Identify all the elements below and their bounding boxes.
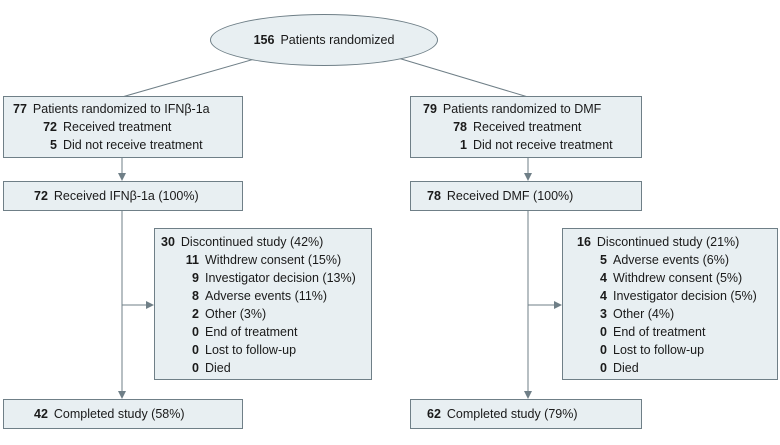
not-received-count: 1 xyxy=(460,138,467,152)
reason-count: 11 xyxy=(185,253,199,267)
completed-label: Completed study (79%) xyxy=(446,407,578,421)
reason-label: Investigator decision (5%) xyxy=(613,289,757,303)
discontinued-box-dmf: 16 Discontinued study (21%) 5 Adverse even… xyxy=(562,228,778,380)
allocation-box-ifn: 77 Patients randomized to IFNβ-1a 72 Recei… xyxy=(3,96,243,158)
received-count: 72 xyxy=(43,120,57,134)
reason-count: 2 xyxy=(192,307,199,321)
reason-label: Other (4%) xyxy=(613,307,675,321)
reason-count: 0 xyxy=(600,361,607,375)
received-count: 78 xyxy=(427,189,441,203)
reason-label: End of treatment xyxy=(613,325,706,339)
reason-count: 0 xyxy=(192,343,199,357)
discontinued-label: Discontinued study (42%) xyxy=(180,235,324,249)
reason-label: Withdrew consent (5%) xyxy=(613,271,743,285)
received-label: Received treatment xyxy=(473,120,582,134)
received-label: Received DMF (100%) xyxy=(446,189,574,203)
reason-count: 0 xyxy=(600,325,607,339)
received-box-dmf: 78 Received DMF (100%) xyxy=(410,181,642,211)
reason-count: 0 xyxy=(192,325,199,339)
reason-label: Investigator decision (13%) xyxy=(205,271,356,285)
reason-count: 4 xyxy=(600,271,607,285)
reason-label: Lost to follow-up xyxy=(613,343,705,357)
reason-count: 8 xyxy=(192,289,199,303)
reason-count: 4 xyxy=(600,289,607,303)
reason-label: Adverse events (11%) xyxy=(205,289,328,303)
split-line-left xyxy=(121,57,259,98)
alloc-label: Patients randomized to DMF xyxy=(442,102,602,116)
alloc-count: 79 xyxy=(423,102,437,116)
randomized-ellipse: 156 Patients randomized xyxy=(210,14,438,66)
reason-label: Other (3%) xyxy=(205,307,267,321)
completed-box-dmf: 62 Completed study (79%) xyxy=(410,399,642,429)
received-label: Received IFNβ-1a (100%) xyxy=(53,189,199,203)
reason-count: 3 xyxy=(600,307,607,321)
completed-count: 42 xyxy=(34,407,48,421)
reason-count: 0 xyxy=(600,343,607,357)
randomized-label: Patients randomized xyxy=(280,33,395,47)
reason-label: Lost to follow-up xyxy=(205,343,297,357)
alloc-count: 77 xyxy=(13,102,27,116)
completed-label: Completed study (58%) xyxy=(53,407,185,421)
reason-count: 0 xyxy=(192,361,199,375)
alloc-label: Patients randomized to IFNβ-1a xyxy=(32,102,210,116)
discontinued-box-ifn: 30 Discontinued study (42%) 11 Withdrew co… xyxy=(154,228,372,380)
reason-count: 5 xyxy=(600,253,607,267)
reason-label: Died xyxy=(613,361,639,375)
not-received-count: 5 xyxy=(50,138,57,152)
reason-count: 9 xyxy=(192,271,199,285)
split-line-right xyxy=(397,57,529,98)
reason-label: Withdrew consent (15%) xyxy=(205,253,342,267)
received-count: 78 xyxy=(453,120,467,134)
completed-count: 62 xyxy=(427,407,441,421)
received-count: 72 xyxy=(34,189,48,203)
reason-label: Died xyxy=(205,361,231,375)
not-received-label: Did not receive treatment xyxy=(63,138,203,152)
allocation-box-dmf: 79 Patients randomized to DMF 78 Received … xyxy=(410,96,642,158)
discontinued-label: Discontinued study (21%) xyxy=(596,235,740,249)
completed-box-ifn: 42 Completed study (58%) xyxy=(3,399,243,429)
not-received-label: Did not receive treatment xyxy=(473,138,613,152)
received-label: Received treatment xyxy=(63,120,172,134)
received-box-ifn: 72 Received IFNβ-1a (100%) xyxy=(3,181,243,211)
reason-label: Adverse events (6%) xyxy=(613,253,730,267)
randomized-count: 156 xyxy=(253,33,275,47)
discontinued-count: 30 xyxy=(161,235,175,249)
reason-label: End of treatment xyxy=(205,325,298,339)
discontinued-count: 16 xyxy=(577,235,591,249)
